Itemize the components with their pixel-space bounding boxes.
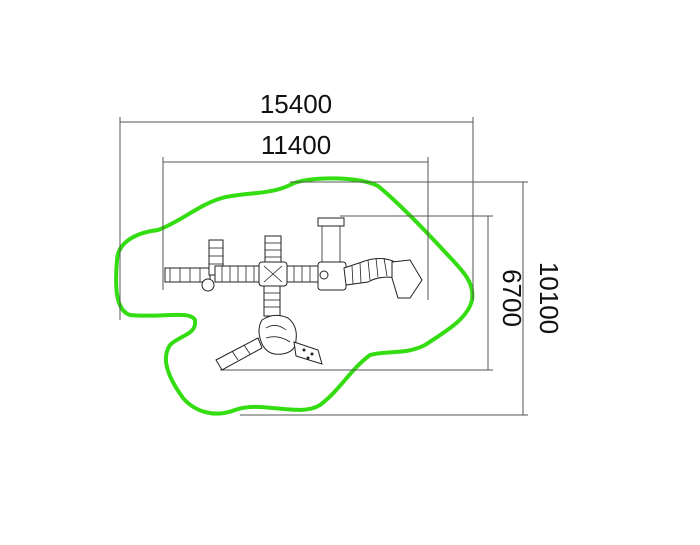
center-lower-ladder [263,285,281,317]
playground-equipment [164,217,423,371]
left-post [201,278,215,292]
dimension-overall-depth: 10100 [240,181,564,416]
slide-exit [391,259,423,299]
left-deck [164,267,211,283]
safety-zone-boundary [114,176,475,416]
dimension-play-width: 11400 [162,130,429,300]
right-bridge [286,265,322,283]
lower-climber [258,314,297,355]
lower-right-panel [293,341,323,365]
overall-depth-label: 10100 [534,262,564,334]
play-depth-label: 6700 [497,269,527,327]
lower-left-slide [215,337,263,371]
dimension-play-depth: 6700 [220,215,527,371]
dimension-overall-width: 15400 [119,89,474,320]
play-width-label: 11400 [261,130,331,160]
overall-width-label: 15400 [260,89,332,119]
right-tower-roof [317,217,345,227]
